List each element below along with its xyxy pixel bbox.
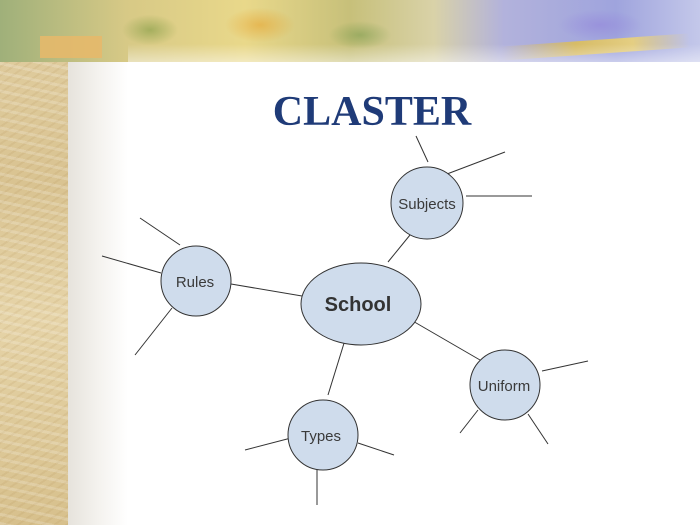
spoke-types-2 [357,442,395,456]
spoke-lines [101,135,589,505]
center-node: School [300,262,422,346]
node-subjects-label: Subjects [398,196,456,213]
node-subjects-shape [390,166,464,240]
page-title: CLASTER [272,89,472,135]
node-uniform-label: Uniform [478,378,531,395]
connector-school-types [327,339,346,396]
spoke-rules-1 [139,217,181,246]
spoke-subjects-1 [415,135,429,163]
spoke-uniform-3 [527,413,549,445]
node-subjects: Subjects [390,166,464,240]
spoke-types-1 [244,437,292,451]
connector-school-uniform [410,319,481,361]
spoke-uniform-2 [459,409,479,434]
connector-lines [230,234,481,396]
connector-school-subjects [387,234,411,263]
node-uniform: Uniform [469,349,541,421]
decorative-band-accent [40,36,102,58]
node-types-label: Types [301,428,341,445]
decorative-top-fade [128,44,700,84]
node-rules-label: Rules [176,274,214,291]
node-rules: Rules [160,245,232,317]
spoke-subjects-2 [446,151,506,175]
spoke-uniform-1 [541,360,589,372]
node-types-shape [287,399,359,471]
center-node-label: School [325,294,392,316]
decorative-left-strip [0,0,68,525]
spoke-rules-2 [101,255,162,274]
connector-school-rules [230,283,303,297]
spoke-rules-3 [134,307,173,356]
center-node-shape [300,262,422,346]
node-rules-shape [160,245,232,317]
decorative-left-shadow [68,60,128,525]
node-types: Types [287,399,359,471]
node-uniform-shape [469,349,541,421]
